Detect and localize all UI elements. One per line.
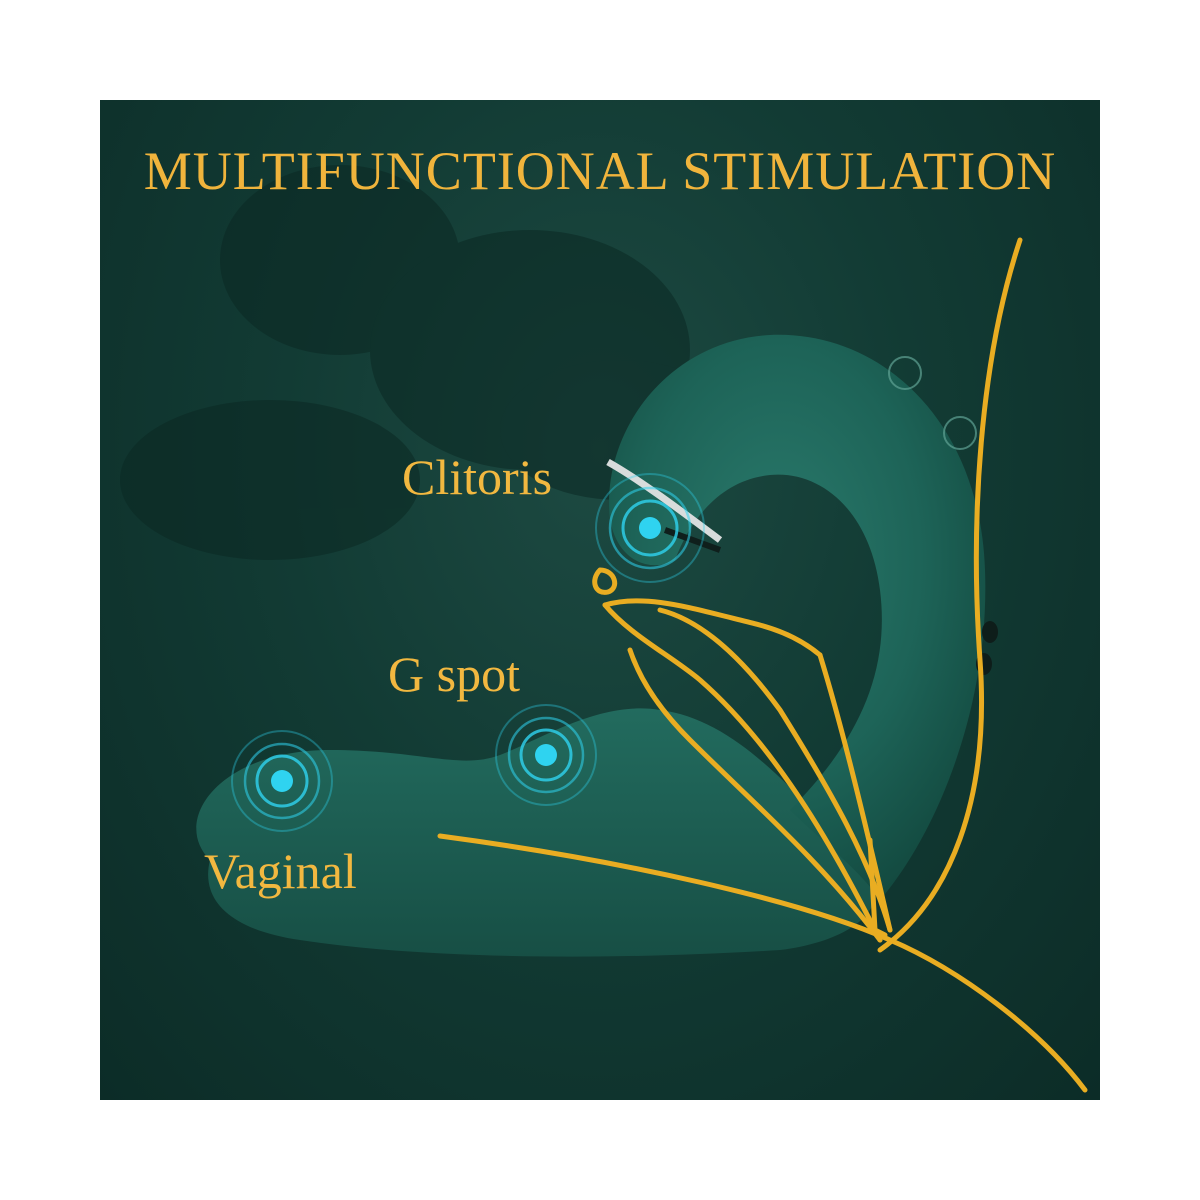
pulse-target-icon (495, 704, 597, 806)
label-g-spot: G spot (388, 646, 520, 702)
product-ring-head (609, 334, 986, 900)
product-infographic: MULTIFUNCTIONAL STIMULATION Clitoris G s… (100, 100, 1100, 1100)
illustration (120, 165, 1088, 1093)
product-silver-band (606, 458, 723, 543)
pulse-target-icon (231, 730, 333, 832)
page-title: MULTIFUNCTIONAL STIMULATION (143, 141, 1057, 201)
pulse-target-icon (595, 473, 705, 583)
line-art-decoration (437, 237, 1088, 1093)
control-buttons (888, 356, 977, 450)
product-shaft (196, 708, 876, 957)
background-silhouette (120, 165, 740, 560)
label-vaginal: Vaginal (204, 843, 357, 899)
label-clitoris: Clitoris (402, 449, 553, 505)
